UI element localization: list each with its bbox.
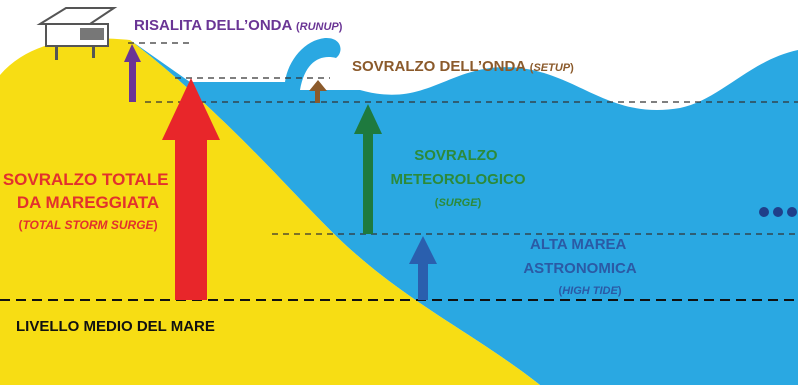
runup-label: RISALITA DELL’ONDA (RUNUP) [134, 17, 343, 34]
runup-arrow [124, 44, 141, 102]
high-tide-paren-label: (HIGH TIDE) [559, 285, 622, 297]
sea-body [130, 37, 798, 385]
total-surge-arrow [162, 78, 220, 300]
surge-arrow [354, 104, 382, 234]
high-tide-arrow [409, 236, 437, 300]
reference-lines [128, 42, 798, 235]
setup-label: SOVRALZO DELL’ONDA (SETUP) [352, 58, 574, 75]
setup-arrow [309, 80, 327, 103]
total-surge-paren-label: (TOTAL STORM SURGE) [18, 218, 157, 232]
house-icon [36, 7, 118, 60]
total-surge-label: SOVRALZO TOTALE DA MAREGGIATA [3, 170, 173, 212]
beach-slope [0, 38, 540, 386]
surge-label: SOVRALZO METEOROLOGICO [391, 147, 526, 188]
surge-paren-label: (SURGE) [435, 197, 482, 209]
ellipsis-icon [759, 207, 797, 217]
mean-sea-level-label: LIVELLO MEDIO DEL MARE [16, 318, 215, 335]
high-tide-label: ALTA MAREA ASTRONOMICA [523, 236, 636, 277]
